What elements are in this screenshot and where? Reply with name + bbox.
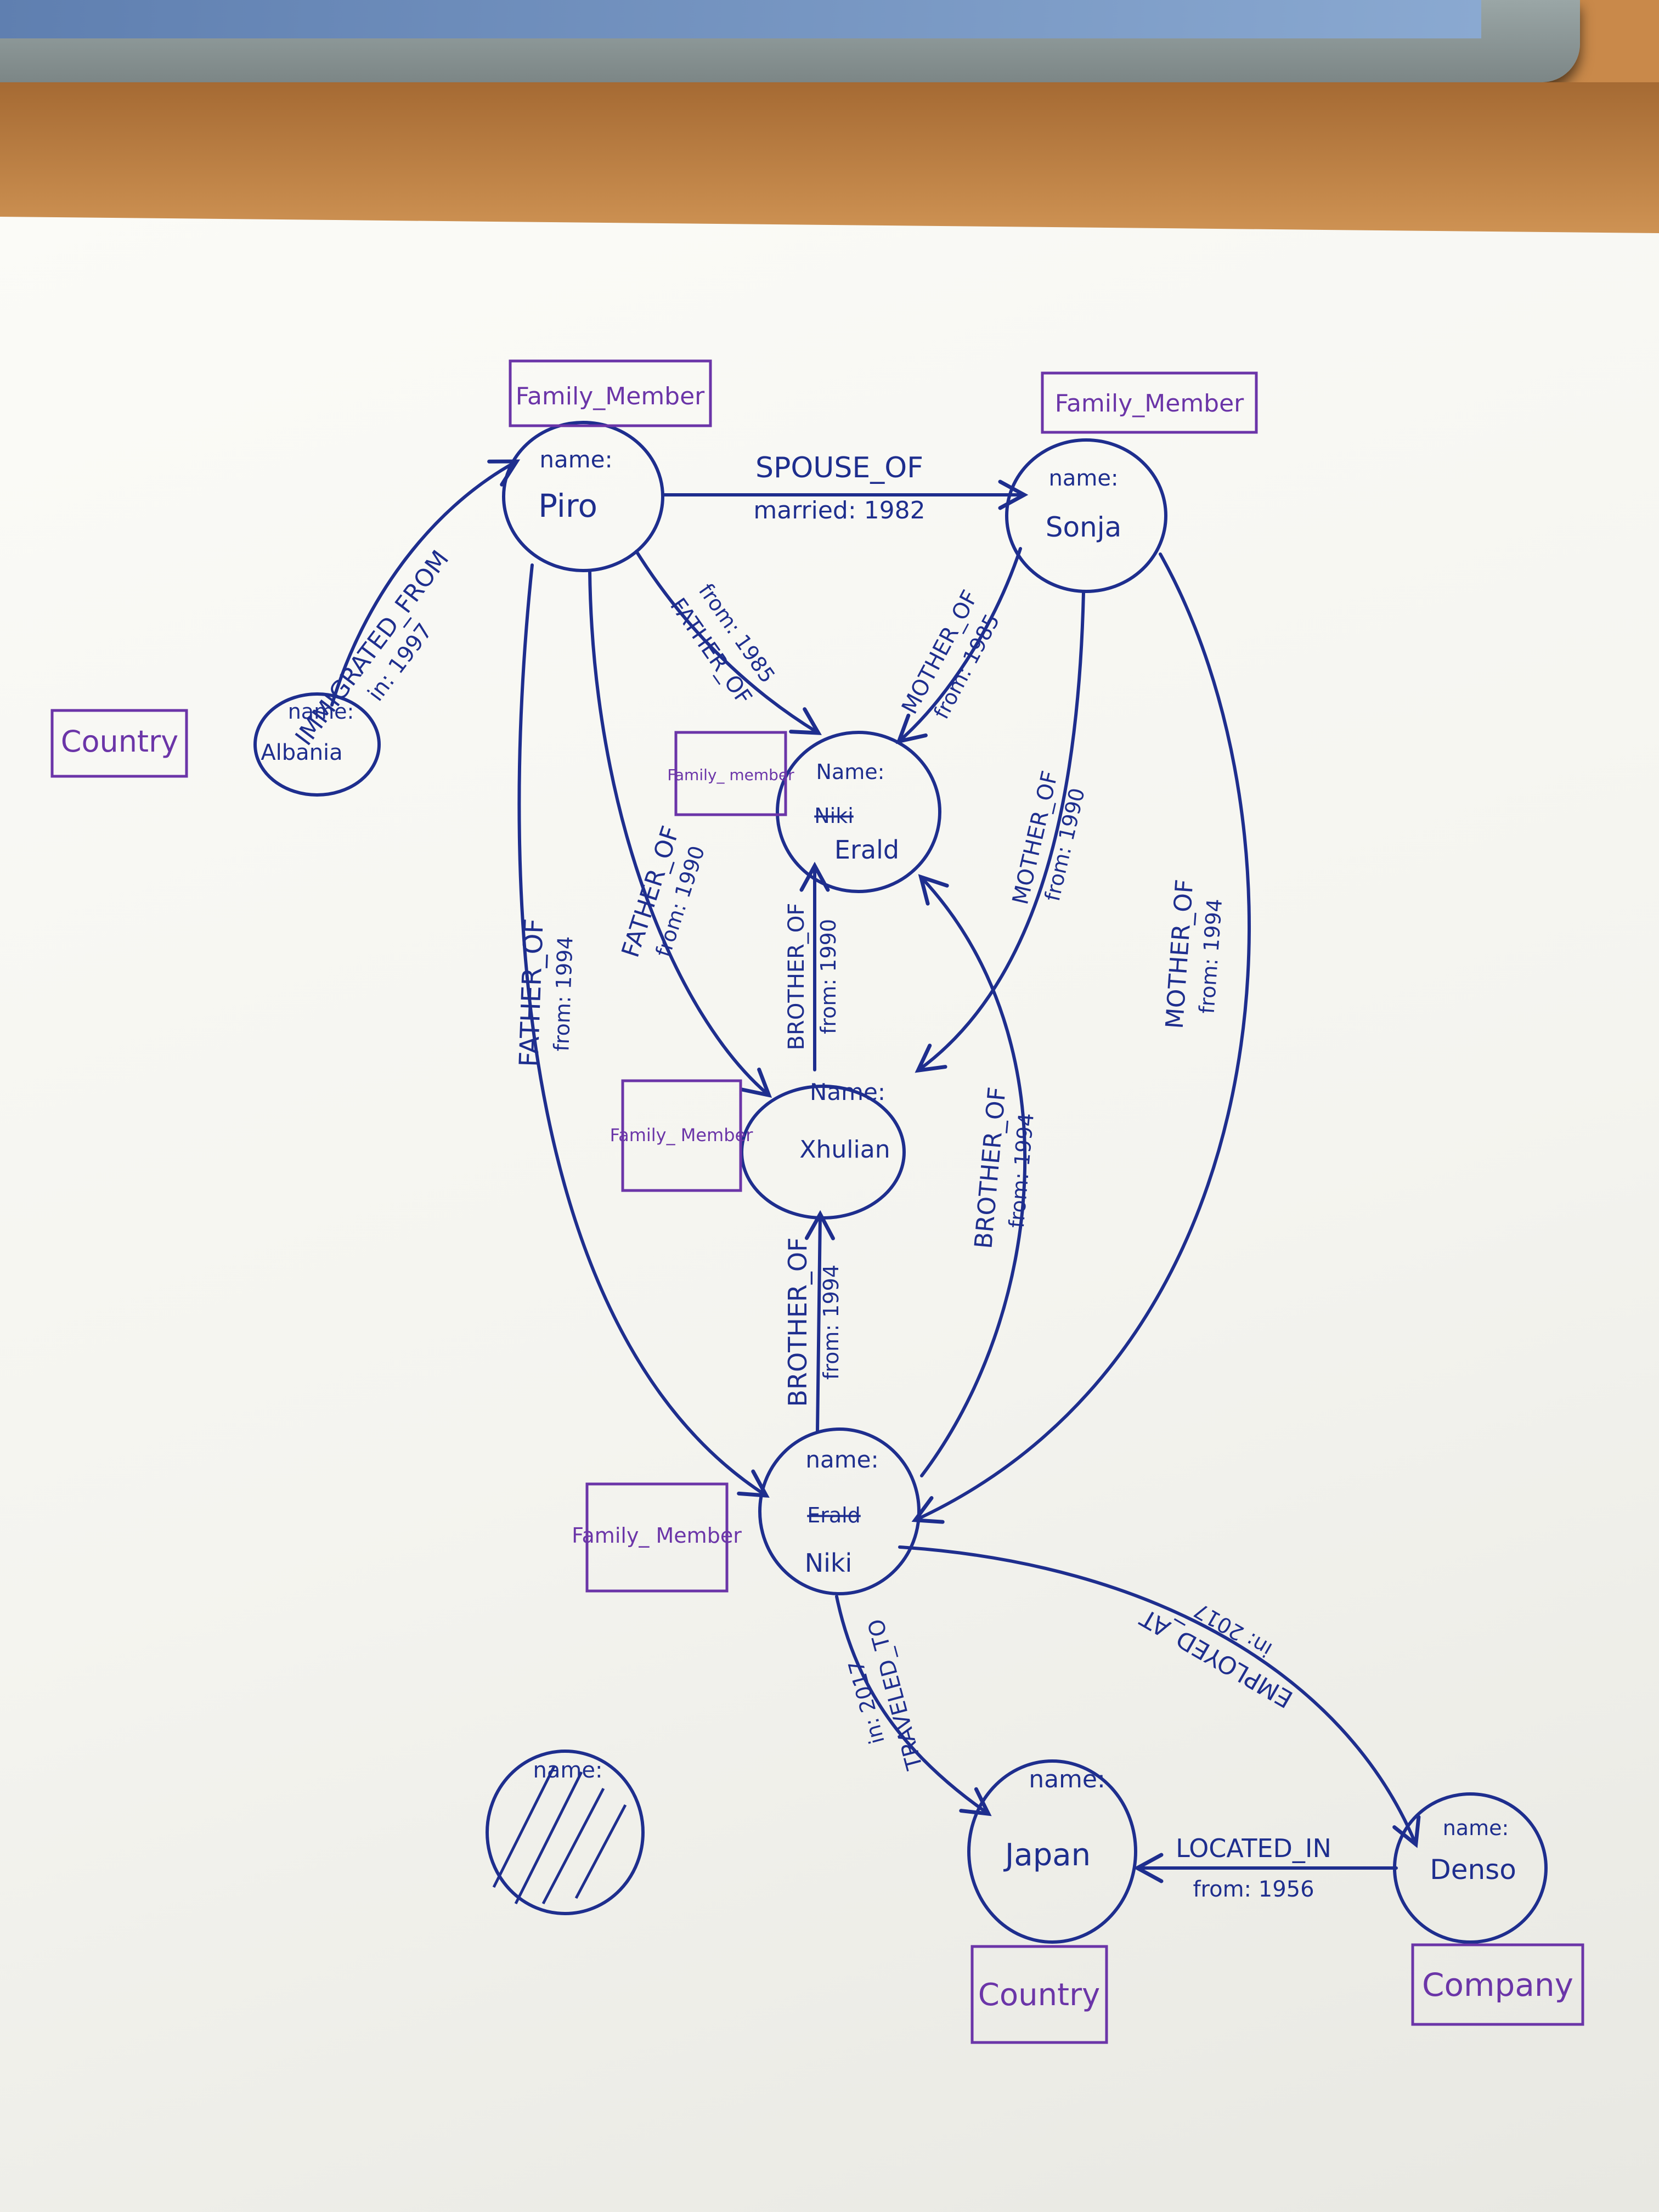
node-key: name: (539, 446, 612, 473)
node-struck-value: Erald (807, 1503, 861, 1527)
node-value: Piro (538, 487, 597, 524)
node-value: Niki (805, 1548, 853, 1578)
edge-label-type: SPOUSE_OF (755, 452, 923, 484)
laptop-screen (0, 0, 1481, 38)
node-sonja (1005, 438, 1167, 593)
node-label: Company (1422, 1966, 1573, 2004)
node-niki (758, 1427, 921, 1595)
node-key: name: (288, 699, 354, 724)
edge-label-prop: from: 1990 (816, 919, 840, 1034)
edge-mother-of-xhulian (915, 591, 1085, 1073)
node-value: Xhulian (799, 1136, 890, 1164)
node-value: Sonja (1046, 511, 1122, 543)
label-box-albania (50, 709, 188, 778)
label-box-erald (674, 731, 787, 816)
node-key: name: (1029, 1765, 1105, 1793)
edge-mother-of-erald (895, 547, 1022, 744)
node-value: Denso (1430, 1854, 1516, 1886)
node-japan (967, 1759, 1137, 1944)
edge-label-prop: married: 1982 (753, 496, 925, 524)
edge-father-of-niki (517, 563, 770, 1498)
node-denso (1393, 1792, 1548, 1944)
edge-brother-of-erald (918, 874, 1027, 1477)
edge-brother-of-xhulian (804, 1210, 835, 1434)
node-label: Family_Member (516, 382, 705, 410)
edge-father-of-xhulian (588, 569, 772, 1098)
node-key: Name: (810, 1079, 885, 1105)
node-key: name: (805, 1446, 878, 1473)
node-key: Name: (816, 760, 885, 784)
node-label: Country (978, 1977, 1100, 2013)
node-value: Erald (834, 835, 899, 865)
node-struck-value: Niki (814, 804, 854, 828)
node-label: Family_ Member (610, 1125, 754, 1146)
node-value: Japan (1003, 1837, 1091, 1873)
edge-label-type: BROTHER_OF (784, 903, 809, 1051)
hatch-marks (492, 1765, 627, 1905)
edge-label-prop: from: 1994 (1195, 898, 1227, 1015)
edge-label-prop: from: 1994 (1005, 1112, 1039, 1229)
edge-father-of-erald (635, 550, 822, 735)
label-box-niki (585, 1482, 729, 1593)
label-box-piro (509, 359, 712, 427)
node-piro (502, 421, 664, 572)
edge-label-prop: from: 1956 (1193, 1877, 1314, 1902)
node-label: Family_ Member (572, 1523, 742, 1548)
node-label: Family_Member (1055, 390, 1244, 417)
node-blank (486, 1750, 645, 1915)
edge-traveled-to (835, 1595, 992, 1816)
edge-label-prop: from: 1994 (819, 1265, 843, 1380)
edge-label-type: MOTHER_OF (1161, 878, 1199, 1030)
edge-employed-at (898, 1545, 1421, 1848)
node-key: name: (1443, 1816, 1509, 1840)
node-erald (776, 731, 941, 893)
node-label: Family_ member (667, 766, 794, 784)
node-value: Albania (261, 740, 342, 765)
label-box-japan (970, 1945, 1108, 2044)
label-box-xhulian (621, 1079, 742, 1192)
node-albania (253, 692, 381, 797)
edge-immigrated-from (330, 459, 521, 707)
laptop-edge (0, 0, 1580, 82)
edge-mother-of-niki (911, 552, 1251, 1524)
node-label: Country (61, 724, 179, 759)
label-box-sonja (1041, 371, 1258, 434)
edge-label-type: FATHER_OF (514, 918, 549, 1068)
edge-label-type: LOCATED_IN (1176, 1833, 1331, 1863)
node-key: name: (1049, 466, 1119, 491)
label-box-denso (1411, 1943, 1584, 2026)
node-key: name: (533, 1758, 603, 1783)
edge-label-prop: from: 1994 (549, 936, 577, 1052)
edge-label-type: BROTHER_OF (783, 1237, 812, 1407)
